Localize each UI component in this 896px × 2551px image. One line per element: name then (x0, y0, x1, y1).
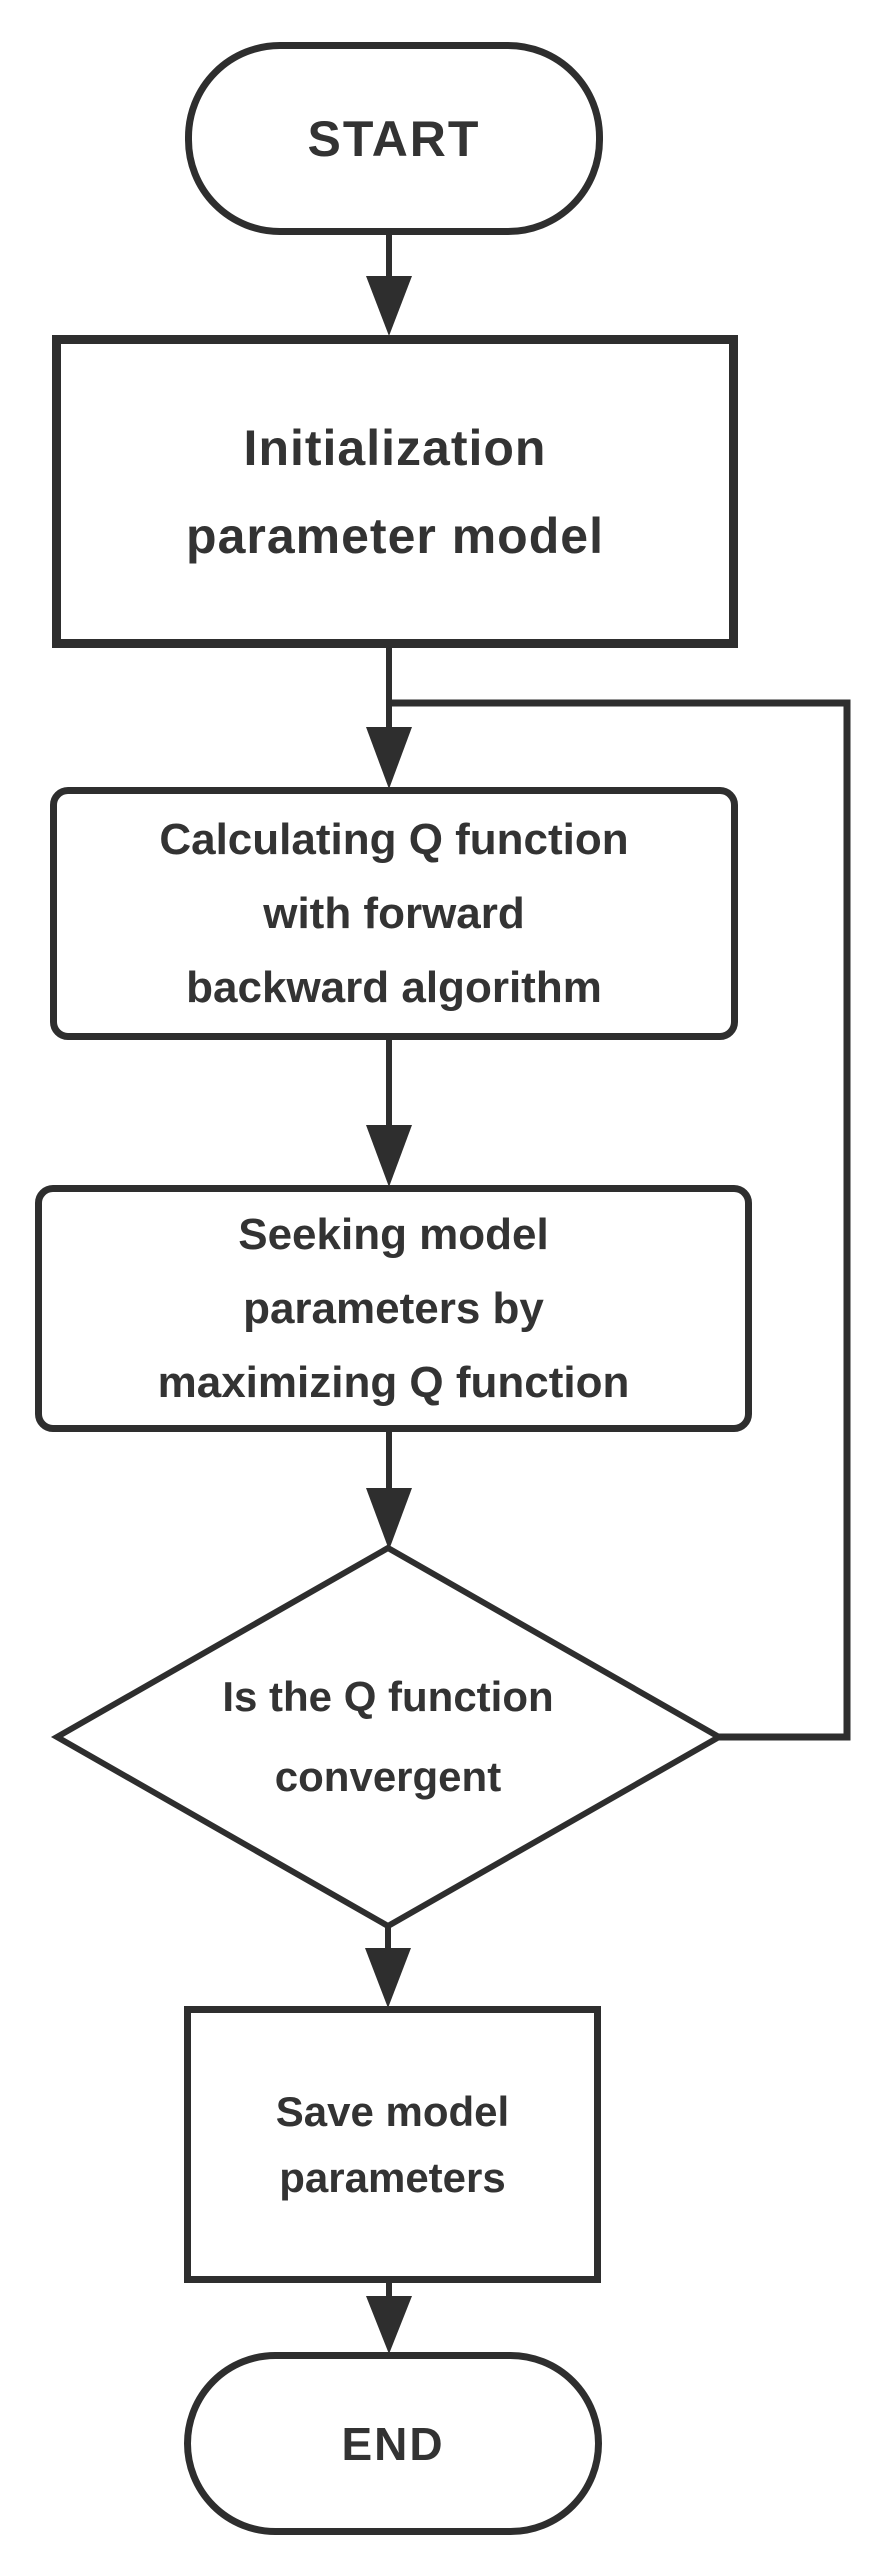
maximize-q-function-process: Seeking model parameters by maximizing Q… (35, 1185, 752, 1432)
start-terminator: START (185, 42, 603, 235)
arrowhead-into-seek (366, 1125, 412, 1187)
save-label-line-2: parameters (279, 2153, 506, 2201)
init-label-line-1: Initialization (243, 419, 547, 476)
end-terminator: END (184, 2352, 602, 2535)
end-label: END (341, 2417, 445, 2470)
save-label-line-1: Save model (275, 2087, 510, 2135)
edge-decision-loop-back-to-calc (389, 699, 851, 1741)
convergence-decision: Is the Q function convergent (57, 1548, 719, 1926)
arrowhead-into-decision (366, 1488, 412, 1550)
arrowhead-start-to-init (366, 276, 412, 336)
initialization-process: Initialization parameter model (52, 335, 738, 648)
start-label: START (307, 110, 481, 167)
calc-label-line-2: with forward (263, 888, 525, 938)
seek-label-line-1: Seeking model (238, 1209, 549, 1259)
decision-label-line-1: Is the Q function (222, 1673, 554, 1720)
init-label-line-2: parameter model (186, 507, 604, 564)
calc-label-line-3: backward algorithm (186, 962, 602, 1012)
decision-label-line-2: convergent (274, 1753, 502, 1800)
seek-label-line-3: maximizing Q function (157, 1357, 630, 1407)
save-parameters-process: Save model parameters (184, 2006, 601, 2283)
arrowhead-into-save (365, 1948, 411, 2008)
arrowhead-into-end (366, 2296, 412, 2354)
seek-label-line-2: parameters by (243, 1283, 544, 1333)
arrowhead-into-calc (366, 727, 412, 789)
calc-label-line-1: Calculating Q function (159, 814, 629, 864)
calculate-q-function-process: Calculating Q function with forward back… (50, 787, 738, 1040)
